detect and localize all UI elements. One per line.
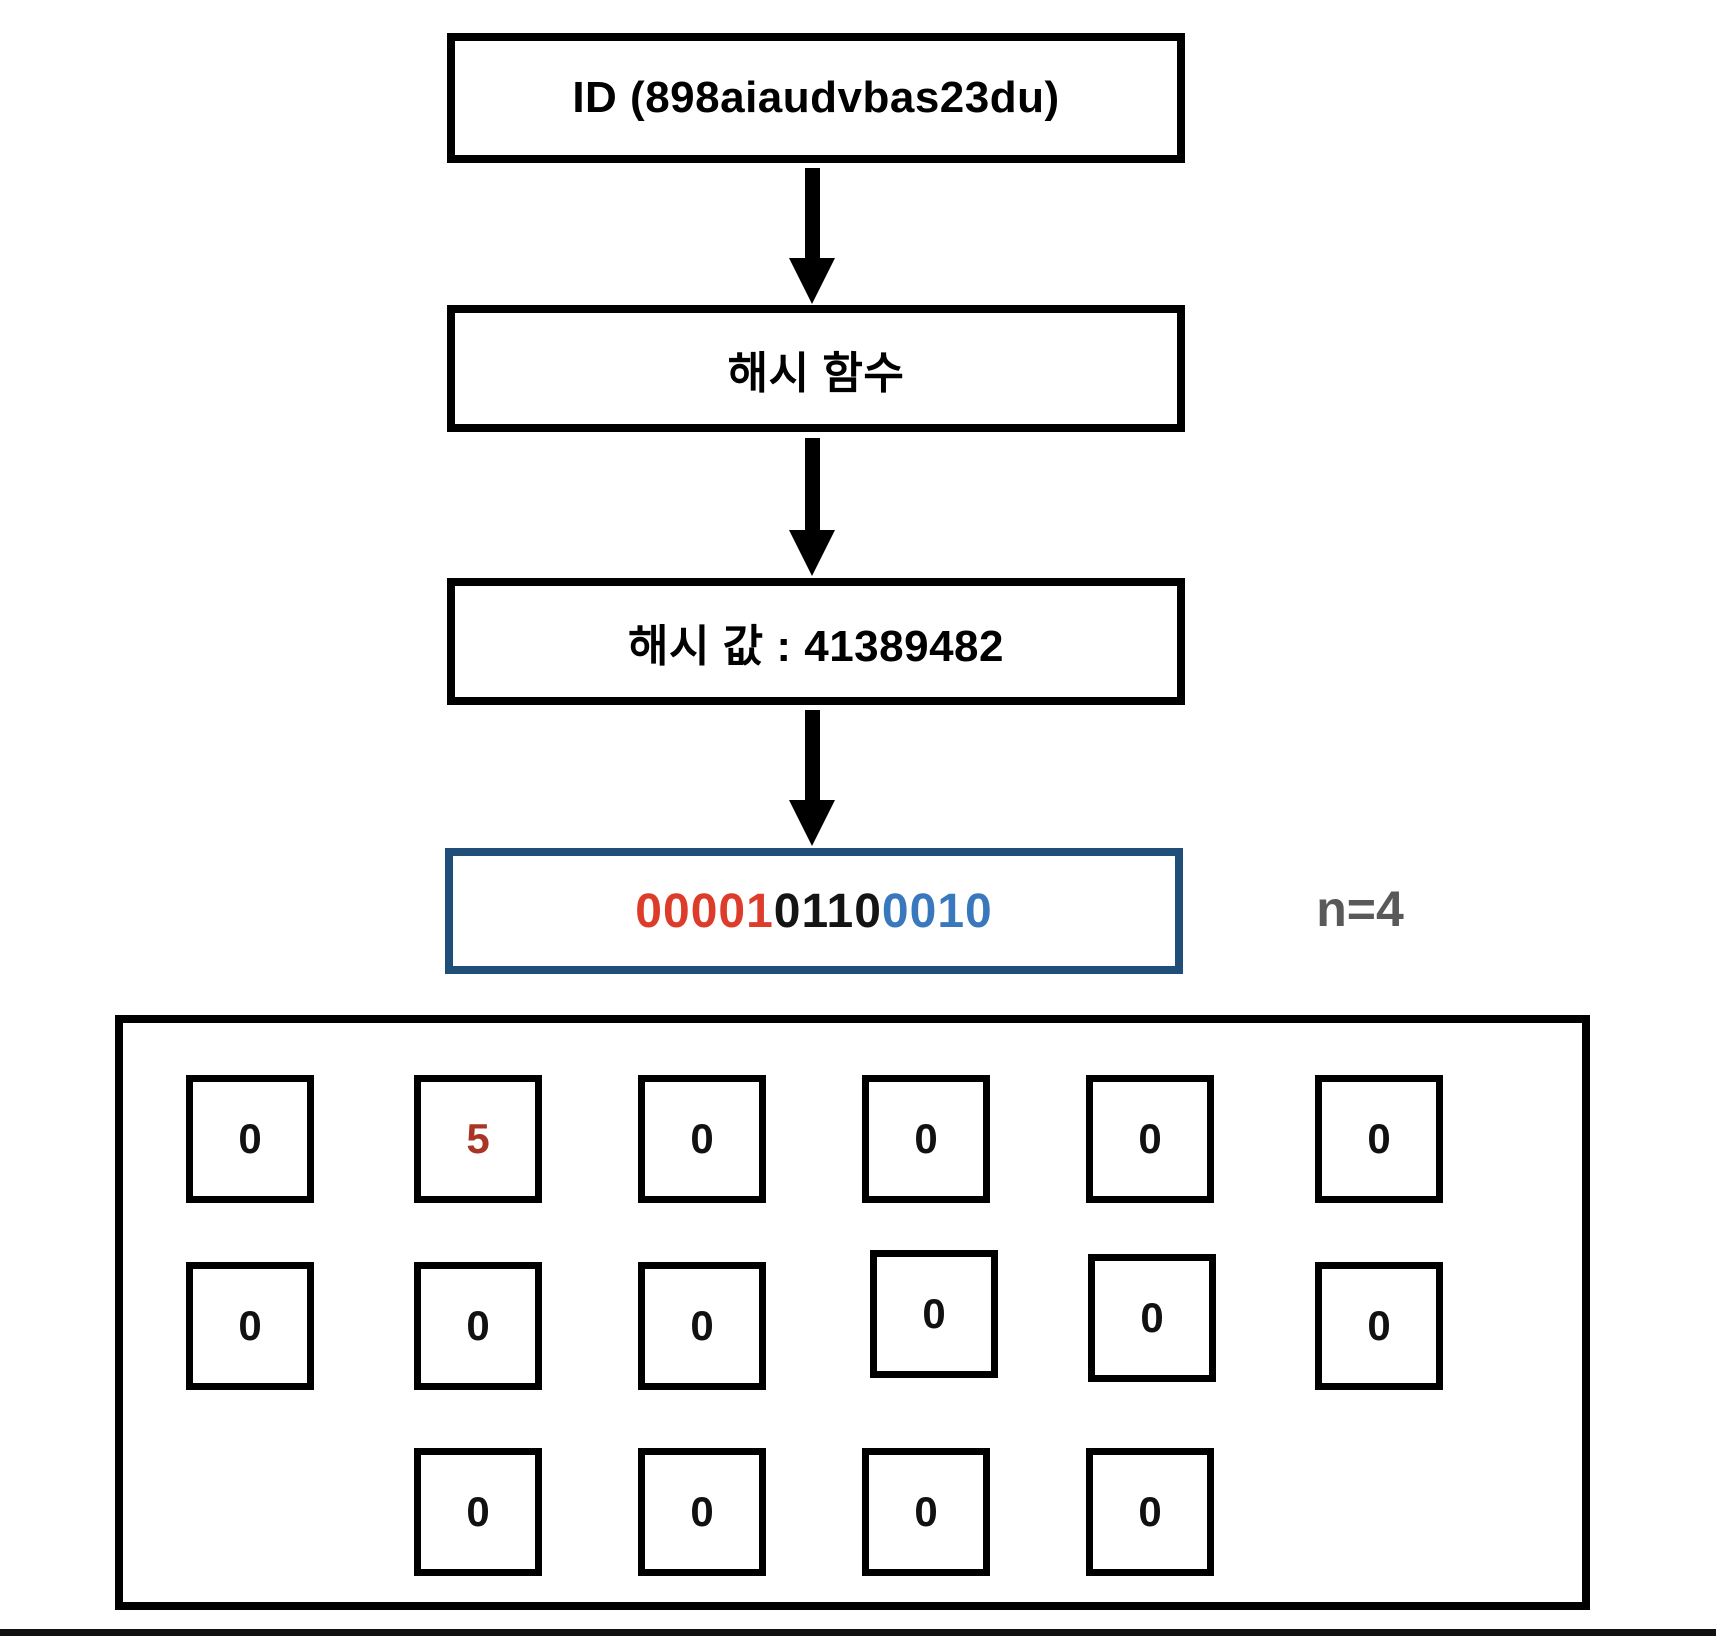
grid-cell: 0 bbox=[1315, 1075, 1443, 1203]
grid-cell: 0 bbox=[638, 1262, 766, 1390]
grid-cell: 0 bbox=[870, 1250, 998, 1378]
grid-cell: 0 bbox=[186, 1075, 314, 1203]
hash-function-label: 해시 함수 bbox=[727, 348, 905, 398]
hash-value-label: 해시 값 : 41389482 bbox=[627, 621, 1005, 671]
binary-segment-1: 00001 bbox=[635, 884, 774, 938]
grid-cell: 0 bbox=[862, 1448, 990, 1576]
grid-cell: 0 bbox=[414, 1262, 542, 1390]
binary-segment-2: 0110 bbox=[773, 884, 882, 938]
n-equals-label: n=4 bbox=[1316, 881, 1404, 937]
arrow-head bbox=[789, 800, 835, 846]
grid-cell: 5 bbox=[414, 1075, 542, 1203]
arrow-shaft bbox=[804, 438, 820, 532]
counter-array-container: 0 5 0 0 0 0 0 0 0 0 0 0 0 0 0 0 bbox=[115, 1015, 1590, 1610]
id-box: ID (898aiaudvbas23du) bbox=[447, 33, 1185, 163]
hash-function-box: 해시 함수 bbox=[447, 305, 1185, 432]
arrow-down-icon bbox=[789, 438, 835, 576]
grid-cell: 0 bbox=[1315, 1262, 1443, 1390]
id-box-label: ID (898aiaudvbas23du) bbox=[572, 73, 1060, 122]
hash-value-box: 해시 값 : 41389482 bbox=[447, 578, 1185, 705]
grid-cell: 0 bbox=[1086, 1075, 1214, 1203]
arrow-shaft bbox=[804, 168, 820, 260]
binary-segment-3: 0010 bbox=[881, 884, 993, 938]
grid-cell: 0 bbox=[862, 1075, 990, 1203]
arrow-down-icon bbox=[789, 168, 835, 304]
arrow-head bbox=[789, 258, 835, 304]
grid-cell: 0 bbox=[638, 1448, 766, 1576]
grid-cell: 0 bbox=[186, 1262, 314, 1390]
arrow-head bbox=[789, 530, 835, 576]
grid-cell: 0 bbox=[414, 1448, 542, 1576]
page-bottom-divider bbox=[0, 1629, 1716, 1636]
grid-cell: 0 bbox=[638, 1075, 766, 1203]
arrow-shaft bbox=[804, 710, 820, 802]
grid-cell: 0 bbox=[1088, 1254, 1216, 1382]
arrow-down-icon bbox=[789, 710, 835, 846]
grid-cell: 0 bbox=[1086, 1448, 1214, 1576]
